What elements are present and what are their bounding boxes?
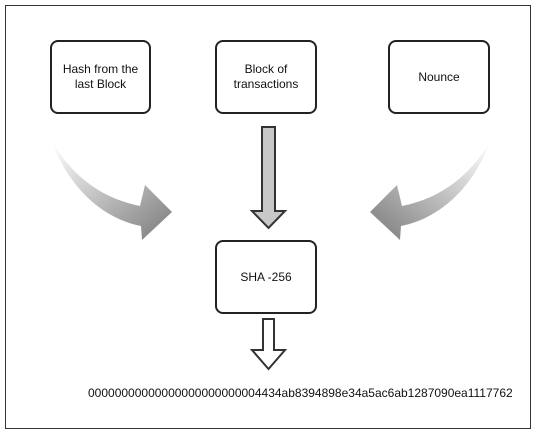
hash-from-last-block-label: Hash from the last Block [62,62,139,91]
down-arrow-output-icon [249,318,288,371]
output-hash-text: 00000000000000000000000004434ab8394898e3… [88,386,513,400]
curved-arrow-left-icon [52,142,172,240]
hash-from-last-block-box: Hash from the last Block [50,40,151,114]
sha256-label: SHA -256 [240,269,292,284]
block-of-transactions-box: Block of transactions [215,40,317,114]
curved-arrow-right-icon [370,142,490,240]
down-arrow-block-icon [249,126,288,230]
block-of-transactions-label: Block of transactions [233,62,299,91]
sha256-box: SHA -256 [215,240,317,314]
nounce-label: Nounce [418,69,460,84]
nounce-box: Nounce [388,40,490,114]
